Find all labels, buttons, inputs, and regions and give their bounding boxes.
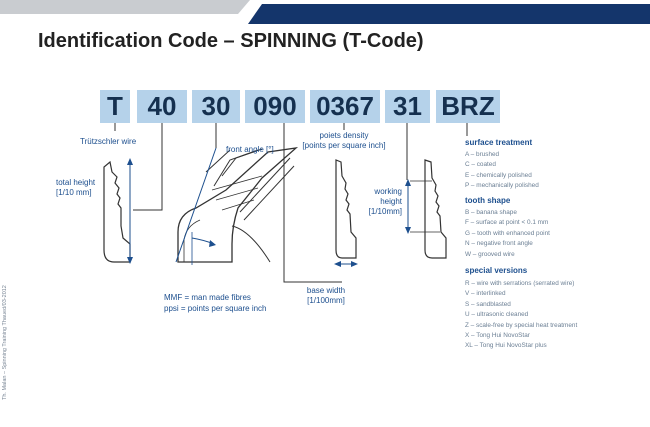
code-segment-total-height: 40 [137, 90, 187, 123]
footer-credit: Th. Malan – Spinning Training Thaued/03-… [2, 285, 8, 400]
code-segment-working-height: 31 [385, 90, 430, 123]
list-item: P – mechanically polished [465, 182, 539, 190]
list-item: W – grooved wire [465, 250, 515, 258]
list-item: U – ultrasonic cleaned [465, 311, 529, 319]
abbreviation-notes: MMF = man made fibres ppsi = points per … [164, 293, 267, 313]
label-total-height: total height [1/10 mm] [56, 178, 96, 197]
list-item: XL – Tong Hui NovoStar plus [465, 342, 547, 350]
list-item: E – chemically polished [465, 171, 532, 179]
label-working-height: working height [1/10mm] [368, 187, 402, 216]
special-versions-list: R – wire with serrations (serrated wire)… [465, 279, 577, 352]
code-segment-point-density: 0367 [310, 90, 380, 123]
list-item: R – wire with serrations (serrated wire) [465, 280, 575, 287]
code-segment-front-angle: 30 [192, 90, 240, 123]
list-item: B – banana shape [465, 209, 517, 216]
list-item: S – sandblasted [465, 300, 511, 308]
list-item: F – surface at point < 0.1 mm [465, 219, 549, 227]
special-versions-heading: special versions [465, 266, 528, 275]
tooth-shape-heading: tooth shape [465, 196, 511, 205]
top-banner [0, 0, 650, 24]
list-item: G – tooth with enhanced point [465, 229, 550, 237]
code-segment-t: T [100, 90, 130, 123]
surface-treatment-heading: surface treatment [465, 138, 533, 147]
list-item: N – negative front angle [465, 240, 533, 248]
label-point-density: poiets density [points per square inch] [302, 131, 386, 150]
list-item: Z – scale-free by special heat treatment [465, 321, 578, 329]
label-base-width: base width [1/100mm] [306, 286, 346, 305]
list-item: V – interlinked [465, 290, 506, 298]
list-item: A – brushed [465, 151, 500, 158]
tooth-shape-list: B – banana shape F – surface at point < … [465, 208, 550, 260]
page-title: Identification Code – SPINNING (T-Code) [38, 30, 424, 52]
code-segment-base-width: 090 [245, 90, 305, 123]
label-trutzschler-wire: Trützschler wire [80, 137, 137, 146]
code-segment-variant: BRZ [436, 90, 500, 123]
surface-treatment-list: A – brushed C – coated E – chemically po… [465, 150, 539, 192]
list-item: X – Tong Hui NovoStar [465, 331, 530, 339]
label-front-angle: front angle [°] [226, 145, 274, 154]
list-item: C – coated [465, 161, 496, 169]
